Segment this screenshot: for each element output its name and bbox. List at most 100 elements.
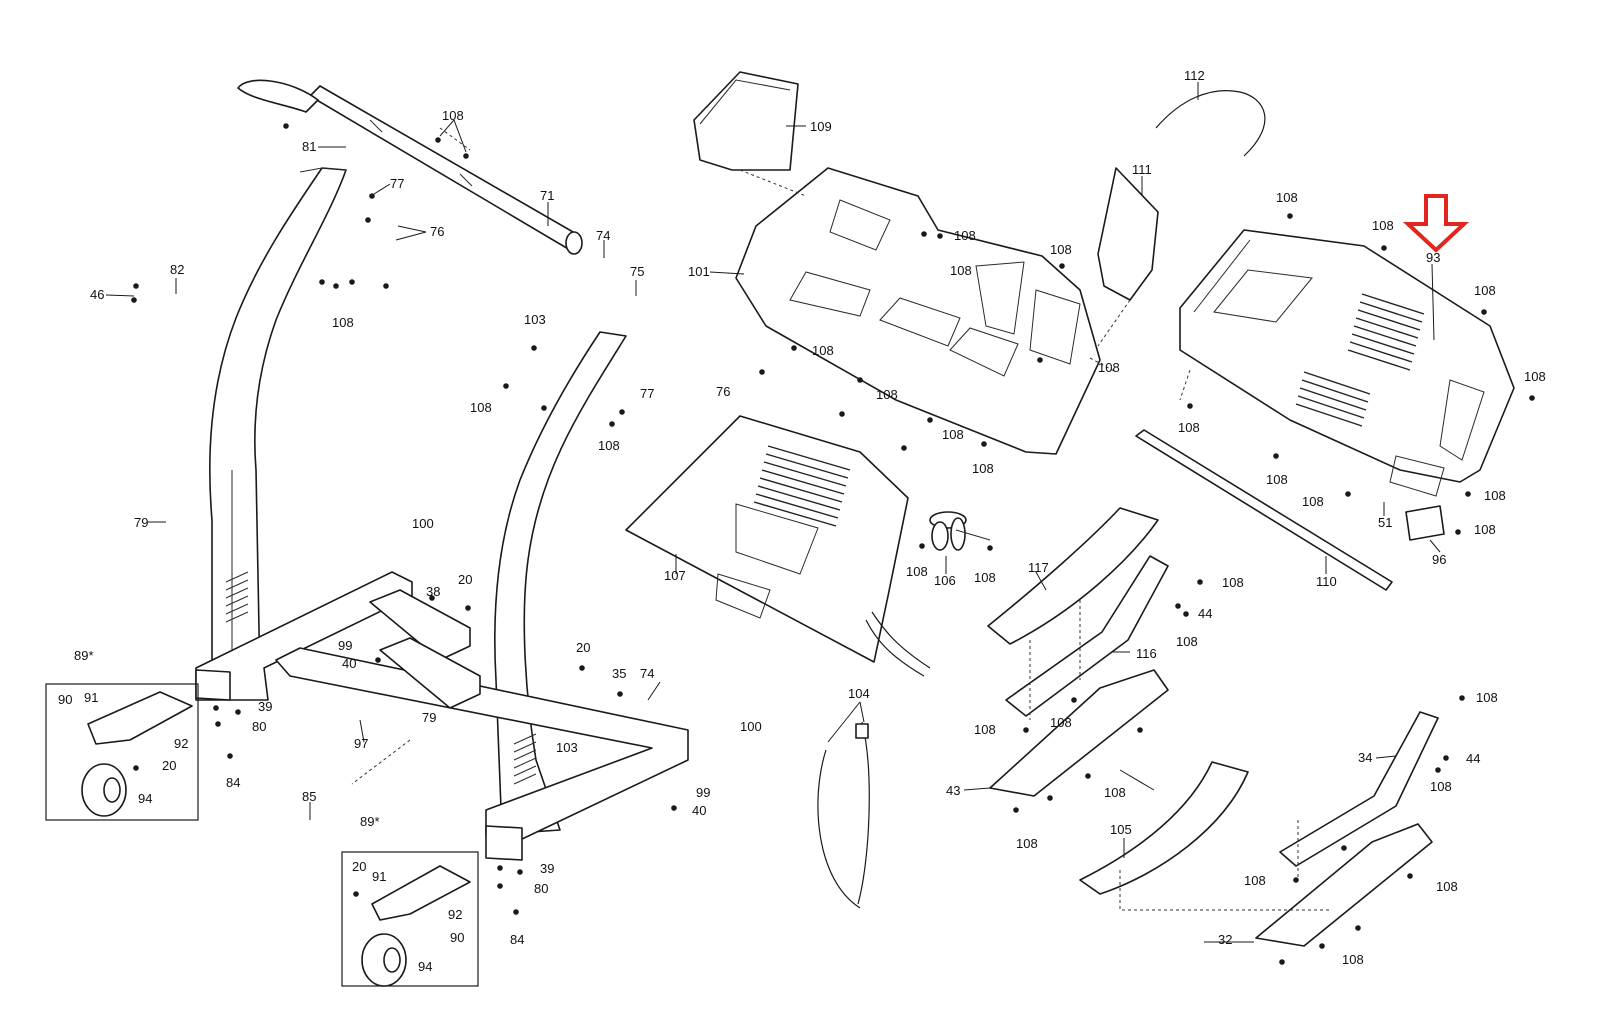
base-32 [1255, 823, 1433, 947]
callout-108: 108 [1050, 242, 1072, 257]
callout-80-right: 80 [534, 881, 548, 896]
callout-84-right: 84 [510, 932, 524, 947]
cover-111 [1097, 167, 1159, 301]
bracket-110 [1135, 429, 1393, 591]
clip-96 [1405, 505, 1445, 541]
callout-108: 108 [974, 570, 996, 585]
callout-92-right: 92 [448, 907, 462, 922]
cap-105 [1079, 761, 1249, 895]
leader-lines [105, 82, 1441, 943]
callout-20-left: 20 [162, 758, 176, 773]
callout-110: 110 [1316, 574, 1337, 589]
callout-85: 85 [302, 789, 316, 804]
callout-89-left: 89* [74, 648, 94, 663]
callout-90-right: 90 [450, 930, 464, 945]
callout-39-right: 39 [540, 861, 554, 876]
callout-108: 108 [1474, 522, 1496, 537]
callout-108: 108 [332, 315, 354, 330]
callout-91-left: 91 [84, 690, 98, 705]
callout-44: 44 [1466, 751, 1480, 766]
callout-111: 111 [1132, 162, 1152, 177]
callout-44-top: 44 [1198, 606, 1212, 621]
callout-100-right: 100 [740, 719, 762, 734]
callout-108-top: 108 [442, 108, 464, 123]
callout-89-right: 89* [360, 814, 380, 829]
callout-32: 32 [1218, 932, 1232, 947]
base-frame [195, 571, 689, 861]
callout-92-left: 92 [174, 736, 188, 751]
callout-74-bottom: 74 [640, 666, 654, 681]
callout-99-right: 99 [696, 785, 710, 800]
callout-108: 108 [906, 564, 928, 579]
callout-116: 116 [1136, 646, 1157, 661]
callout-103-bottom: 103 [556, 740, 578, 755]
callout-43: 43 [946, 783, 960, 798]
callout-108: 108 [1474, 283, 1496, 298]
callout-51: 51 [1378, 515, 1392, 530]
motor-hood-107 [625, 415, 931, 677]
cap-117 [987, 507, 1159, 645]
callout-82: 82 [170, 262, 184, 277]
callout-108: 108 [1342, 952, 1364, 967]
callout-108: 108 [812, 343, 834, 358]
callout-97: 97 [354, 736, 368, 751]
callout-38: 38 [426, 584, 440, 599]
callout-81: 81 [302, 139, 316, 154]
callout-77: 77 [390, 176, 404, 191]
cable-112 [1155, 90, 1266, 157]
callout-77-right: 77 [640, 386, 654, 401]
callout-108: 108 [1430, 779, 1452, 794]
callout-94-left: 94 [138, 791, 152, 806]
callout-108: 108 [954, 228, 976, 243]
callout-108: 108 [1266, 472, 1288, 487]
callout-108: 108 [1276, 190, 1298, 205]
right-upright [494, 331, 627, 835]
callout-79: 79 [134, 515, 148, 530]
assembly-lines [351, 127, 1330, 911]
console-bezel-101 [735, 167, 1101, 455]
callout-96: 96 [1432, 552, 1446, 567]
callout-91-right: 91 [372, 869, 386, 884]
rail-116 [1005, 555, 1169, 717]
callout-108: 108 [1104, 785, 1126, 800]
rail-34 [1279, 711, 1439, 867]
callout-107: 107 [664, 568, 686, 583]
callout-20-right: 20 [352, 859, 366, 874]
callout-93: 93 [1426, 250, 1440, 265]
callout-40-left: 40 [342, 656, 356, 671]
callout-74-top: 74 [596, 228, 610, 243]
callout-20-center: 20 [576, 640, 590, 655]
callout-35: 35 [612, 666, 626, 681]
callout-39-left: 39 [258, 699, 272, 714]
base-43 [989, 669, 1169, 797]
callout-76-right: 76 [716, 384, 730, 399]
cable-104 [817, 721, 870, 909]
callout-80-left: 80 [252, 719, 266, 734]
callout-108: 108 [1098, 360, 1120, 375]
tray-109 [693, 71, 799, 171]
callout-108-left: 108 [470, 400, 492, 415]
highlight-arrow [1402, 194, 1470, 253]
callout-108: 108 [1222, 575, 1244, 590]
callout-117: 117 [1028, 560, 1049, 575]
callout-71: 71 [540, 188, 554, 203]
callout-108: 108 [1302, 494, 1324, 509]
callout-75: 75 [630, 264, 644, 279]
callout-108: 108 [1050, 715, 1072, 730]
callout-labels: 112 108 81 77 76 71 109 111 93 74 46 82 … [58, 68, 1446, 974]
callout-108: 108 [1178, 420, 1200, 435]
callout-108: 108 [1016, 836, 1038, 851]
console-back-93 [1179, 229, 1515, 497]
callout-40-right: 40 [692, 803, 706, 818]
callout-112: 112 [1184, 68, 1205, 83]
callout-108: 108 [1484, 488, 1506, 503]
callout-108: 108 [1176, 634, 1198, 649]
callout-108: 108 [876, 387, 898, 402]
callout-105: 105 [1110, 822, 1132, 837]
callout-109: 109 [810, 119, 832, 134]
callout-108: 108 [974, 722, 996, 737]
callout-108: 108 [1244, 873, 1266, 888]
callout-106: 106 [934, 573, 956, 588]
callout-108: 108 [1372, 218, 1394, 233]
